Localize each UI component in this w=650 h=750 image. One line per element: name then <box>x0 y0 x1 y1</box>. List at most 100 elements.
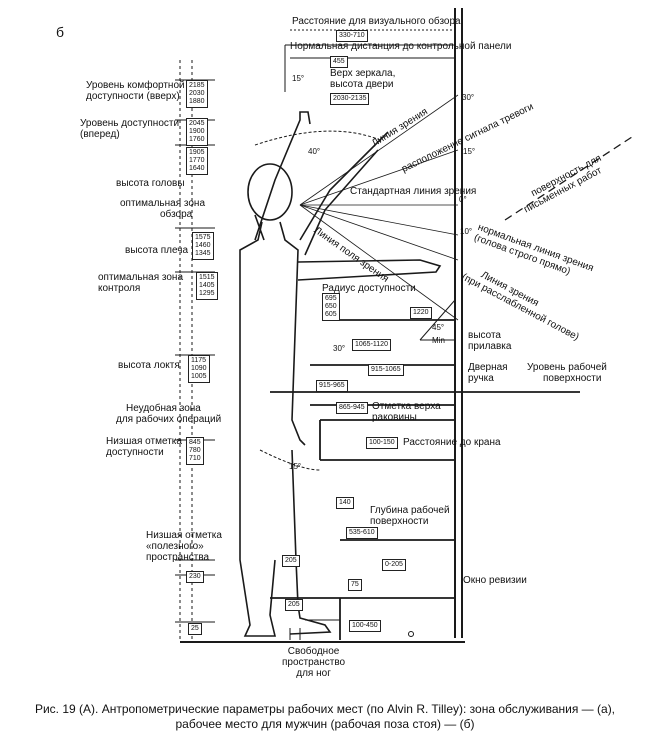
label-text: поверхности <box>543 373 602 384</box>
label-text: доступности <box>106 447 164 458</box>
caption-line-1: Рис. 19 (А). Антропометрические параметр… <box>34 702 616 716</box>
dim-visual: 330-710 <box>336 30 368 42</box>
door-knob <box>408 631 414 637</box>
label-text: Отметка верха <box>372 401 441 412</box>
dim-mirror: 2030-2135 <box>330 93 370 105</box>
label-comfort-reach-up: Уровень комфортной доступности (вверх) <box>86 80 185 102</box>
label-text: оптимальная зона <box>98 272 184 283</box>
label-mirror-top: Верх зеркала, высота двери <box>330 68 395 90</box>
dim-reach-forward: 2045 1900 1760 <box>186 118 208 146</box>
angle-15-right: 15° <box>463 147 476 156</box>
dim-230: 230 <box>186 571 204 583</box>
dim-radius: 695 650 605 <box>322 293 340 321</box>
label-text: Верх зеркала, <box>330 68 396 79</box>
label-text: прилавка <box>468 341 512 352</box>
reach-arc <box>254 130 381 146</box>
label-awkward-zone: Неудобная зона для рабочих операций <box>116 403 221 425</box>
label-text: ручка <box>468 373 494 384</box>
label-shoulder-height: высота плеча <box>125 245 189 256</box>
dim-1220: 1220 <box>410 307 432 319</box>
dim-tap: 100-150 <box>366 437 398 449</box>
label-surface-depth: Глубина рабочей поверхности <box>370 505 450 527</box>
angle-30-right: 30° <box>462 93 475 102</box>
label-normal-distance: Нормальная дистанция до контрольной пане… <box>290 41 512 52</box>
dim-25: 25 <box>188 623 202 635</box>
label-text: Глубина рабочей <box>370 505 450 516</box>
label-counter-height: высота прилавка <box>468 330 511 352</box>
label-text: высота <box>468 330 501 341</box>
dim-100-450: 100-450 <box>349 620 381 632</box>
dim-75: 75 <box>348 579 362 591</box>
label-reach-radius: Радиус доступности <box>322 283 416 294</box>
label-text: (вперед) <box>80 129 120 140</box>
label-text: пространства <box>146 552 210 563</box>
label-text: Уровень рабочей <box>527 362 607 373</box>
panel-letter: б <box>56 24 65 40</box>
right-wall <box>454 8 463 638</box>
label-text: доступности (вверх) <box>86 91 180 102</box>
label-text: Свободное <box>287 646 340 657</box>
label-text: для рабочих операций <box>116 414 222 425</box>
label-reach-forward: Уровень доступности (вперед) <box>80 118 179 140</box>
dim-normal: 455 <box>330 56 348 68</box>
dim-elbow: 1175 1090 1005 <box>188 355 210 383</box>
dim-depth: 535-610 <box>346 527 378 539</box>
angle-min: Min <box>432 336 445 345</box>
label-standard-sight: Стандартная линия зрения <box>350 186 477 197</box>
sight-lines <box>299 94 459 321</box>
dim-205-b: 205 <box>285 599 303 611</box>
label-inspection-window: Окно ревизии <box>463 575 527 586</box>
label-optimal-view: оптимальная зона обзора <box>120 198 205 220</box>
label-text: поверхности <box>370 516 429 527</box>
label-text: контроля <box>98 283 141 294</box>
label-text: оптимальная зона <box>120 198 206 209</box>
mirror-frame <box>284 44 455 92</box>
label-door-handle: Дверная ручка <box>468 362 508 384</box>
label-work-surface: Уровень рабочей поверхности <box>527 362 607 384</box>
dim-sink: 865-945 <box>336 402 368 414</box>
angle-15-top: 15° <box>292 74 305 83</box>
label-elbow-height: высота локтя <box>118 360 180 371</box>
dim-comfort-up: 2185 2030 1880 <box>186 80 208 108</box>
angle-40: 40° <box>308 147 321 156</box>
angle-30-left: 30° <box>333 344 346 353</box>
label-text: Дверная <box>468 362 508 373</box>
label-text: Уровень комфортной <box>86 80 185 91</box>
dim-head: 1905 1770 1640 <box>186 147 208 175</box>
dim-0-205: 0-205 <box>382 559 406 571</box>
angle-15-low: 15° <box>289 462 302 471</box>
label-text: высота двери <box>330 79 394 90</box>
label-text: пространство <box>282 657 346 668</box>
label-text: обзора <box>160 209 193 220</box>
angle-10: 10° <box>460 227 473 236</box>
angle-0: 0° <box>459 195 467 204</box>
dim-low-reach: 845 780 710 <box>186 437 204 465</box>
dim-shoulder: 1575 1460 1345 <box>192 232 214 260</box>
dim-counter: 1065-1120 <box>352 339 391 351</box>
human-figure <box>239 111 442 637</box>
label-useful-space: Низшая отметка «полезного» пространства <box>146 530 222 563</box>
label-visual-review: Расстояние для визуального обзора <box>292 16 461 27</box>
dim-work: 915-965 <box>316 380 348 392</box>
label-leg-space: Свободное пространство для ног <box>282 646 345 679</box>
label-text: Уровень доступности <box>80 118 180 129</box>
label-head-height: высота головы <box>116 178 185 189</box>
figure-caption: Рис. 19 (А). Антропометрические параметр… <box>0 702 650 732</box>
dim-door: 915-1065 <box>368 364 404 376</box>
counters <box>270 319 580 640</box>
label-low-reach: Низшая отметка доступности <box>106 436 182 458</box>
label-tap-distance: Расстояние до крана <box>403 437 501 448</box>
caption-line-2: рабочее место для мужчин (рабочая поза с… <box>175 717 475 731</box>
label-optimal-control: оптимальная зона контроля <box>98 272 183 294</box>
label-text: Неудобная зона <box>126 403 201 414</box>
lower-arc <box>259 449 321 471</box>
dim-control: 1515 1405 1295 <box>196 272 218 300</box>
angle-45: 45° <box>432 323 445 332</box>
label-text: «полезного» <box>146 541 204 552</box>
label-text: Низшая отметка <box>146 530 222 541</box>
label-sink-top: Отметка верха раковины <box>372 401 441 423</box>
label-text: Низшая отметка <box>106 436 182 447</box>
label-text: раковины <box>372 412 417 423</box>
dim-140: 140 <box>336 497 354 509</box>
